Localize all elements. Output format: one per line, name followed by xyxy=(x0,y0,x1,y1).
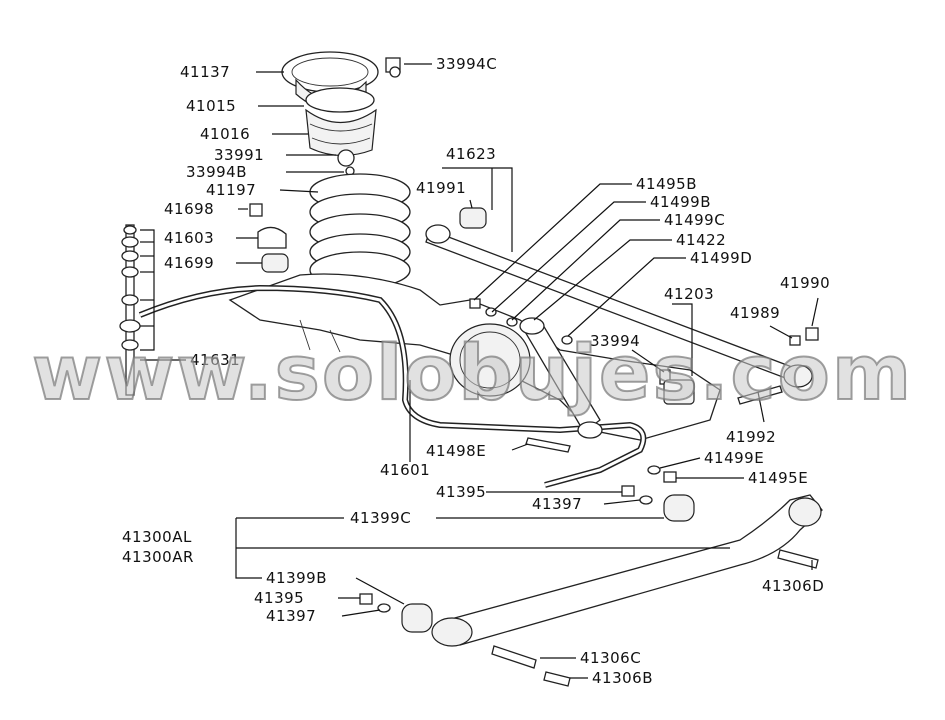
label-41300ar: 41300AR xyxy=(122,548,194,566)
label-41495b: 41495B xyxy=(636,175,697,193)
label-41203: 41203 xyxy=(664,285,714,303)
label-33994b: 33994B xyxy=(186,163,247,181)
label-41699: 41699 xyxy=(164,254,214,272)
label-41698: 41698 xyxy=(164,200,214,218)
nut-41495e-part xyxy=(663,471,677,483)
label-41137: 41137 xyxy=(180,63,230,81)
bolt-41306d-part xyxy=(777,549,819,569)
label-41399b: 41399B xyxy=(266,569,327,587)
label-41306c: 41306C xyxy=(580,649,641,667)
nut-33991-part xyxy=(337,149,355,167)
label-33994c: 33994C xyxy=(436,55,497,73)
label-41989: 41989 xyxy=(730,304,780,322)
washer-41397a-part xyxy=(639,495,653,505)
label-41395-lower: 41395 xyxy=(254,589,304,607)
label-41016: 41016 xyxy=(200,125,250,143)
label-41990: 41990 xyxy=(780,274,830,292)
label-41623: 41623 xyxy=(446,145,496,163)
lateral-rod-part xyxy=(425,207,813,388)
label-41499e: 41499E xyxy=(704,449,764,467)
washer-41499e-part xyxy=(647,465,661,475)
nut-41395b-part xyxy=(359,593,373,605)
coil-spring-part xyxy=(309,173,411,289)
bolt-41992-part xyxy=(737,385,783,405)
label-41603: 41603 xyxy=(164,229,214,247)
label-41399c: 41399C xyxy=(350,509,411,527)
stabilizer-link-part xyxy=(119,224,141,396)
nut-41989-part xyxy=(789,335,801,346)
label-41991: 41991 xyxy=(416,179,466,197)
label-41499b: 41499B xyxy=(650,193,711,211)
washer-41397b-part xyxy=(377,603,391,613)
shock-absorber-part xyxy=(519,317,603,439)
label-41422: 41422 xyxy=(676,231,726,249)
axle-housing-part xyxy=(228,273,721,441)
label-41397-lower: 41397 xyxy=(266,607,316,625)
nut-41395a-part xyxy=(621,485,635,497)
label-41397-upper: 41397 xyxy=(532,495,582,513)
washer-41499d-part xyxy=(561,335,573,345)
label-41631: 41631 xyxy=(190,351,240,369)
label-41197: 41197 xyxy=(206,181,256,199)
label-33994: 33994 xyxy=(590,332,640,350)
leader-lines xyxy=(140,63,819,679)
label-41495e: 41495E xyxy=(748,469,808,487)
label-41498e: 41498E xyxy=(426,442,486,460)
nut-41990-part xyxy=(805,327,819,341)
label-41306b: 41306B xyxy=(592,669,653,687)
label-33991: 33991 xyxy=(214,146,264,164)
label-41499d: 41499D xyxy=(690,249,752,267)
bolt-41698-part xyxy=(249,203,263,217)
label-41300al: 41300AL xyxy=(122,528,192,546)
label-41395-upper: 41395 xyxy=(436,483,486,501)
stabilizer-bracket-part xyxy=(257,226,287,249)
label-41499c: 41499C xyxy=(664,211,725,229)
nut-41495b-part xyxy=(469,298,481,309)
washer-41499c-part xyxy=(506,317,518,327)
label-41015: 41015 xyxy=(186,97,236,115)
bolt-41306b-part xyxy=(543,671,571,687)
lower-control-arm-part xyxy=(401,494,823,647)
label-41992: 41992 xyxy=(726,428,776,446)
bolt-41498e-part xyxy=(525,437,571,453)
bolt-33994c-part xyxy=(385,57,401,78)
bump-stopper-part xyxy=(305,87,377,157)
label-41601: 41601 xyxy=(380,461,430,479)
stabilizer-bushing-part xyxy=(261,253,289,273)
bolt-41306c-part xyxy=(491,645,537,669)
watermark-text: www.solobujes.com xyxy=(31,327,914,418)
label-41306d: 41306D xyxy=(762,577,824,595)
bump-stop-41203-part xyxy=(663,379,695,405)
